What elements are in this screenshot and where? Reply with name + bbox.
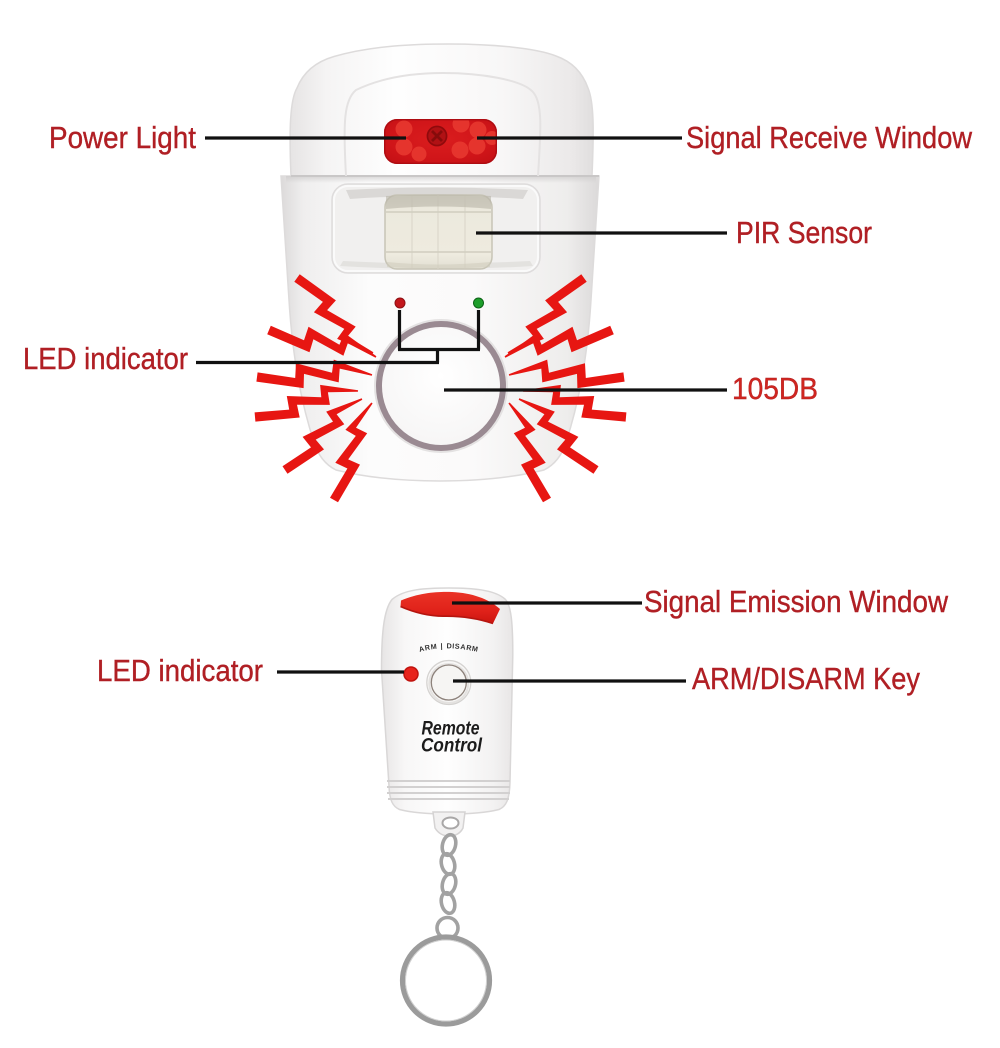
svg-text:Remote: Remote <box>422 719 480 740</box>
svg-text:Power Light: Power Light <box>49 120 196 155</box>
svg-text:ARM | DISARM: ARM | DISARM <box>418 641 480 654</box>
svg-text:ARM/DISARM Key: ARM/DISARM Key <box>692 661 920 696</box>
svg-text:LED indicator: LED indicator <box>23 341 188 376</box>
svg-text:Signal Emission Window: Signal Emission Window <box>644 584 949 619</box>
svg-text:Signal Receive Window: Signal Receive Window <box>686 120 973 155</box>
svg-text:Control: Control <box>421 736 483 757</box>
svg-text:105DB: 105DB <box>732 371 818 406</box>
svg-text:LED indicator: LED indicator <box>97 653 263 688</box>
svg-text:PIR Sensor: PIR Sensor <box>736 215 872 250</box>
